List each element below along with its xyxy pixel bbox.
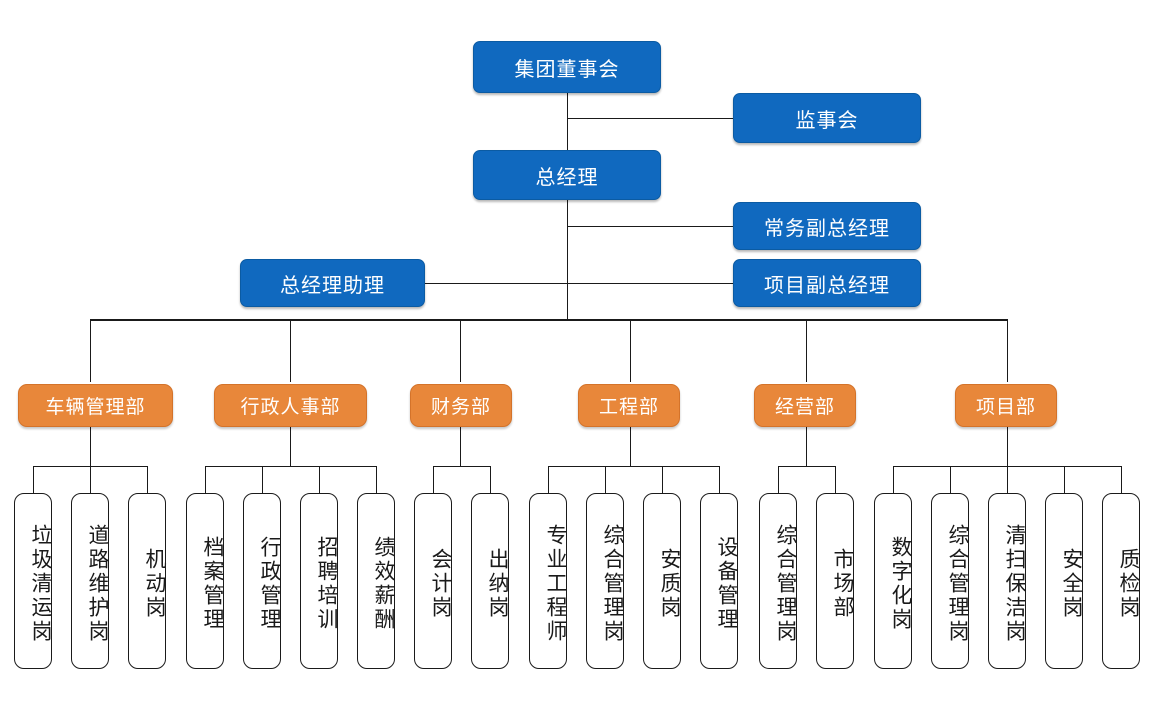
connector-dept0-leaf-1 (90, 466, 91, 494)
node-department-finance[interactable]: 财务部 (410, 384, 512, 427)
connector-dept2-stem (460, 425, 461, 466)
node-position-leaf[interactable]: 设备管理 (700, 493, 739, 669)
connector-dept4-leaf-0 (778, 466, 779, 494)
connector-dept3-leaf-1 (605, 466, 606, 494)
node-position-leaf[interactable]: 综合管理岗 (586, 493, 625, 669)
node-position-leaf[interactable]: 综合管理岗 (931, 493, 970, 669)
node-position-leaf[interactable]: 安全岗 (1045, 493, 1084, 669)
node-department-operations[interactable]: 经营部 (754, 384, 856, 427)
connector-dept4-leaf-1 (835, 466, 836, 494)
connector-dept5-leaf-4 (1121, 466, 1122, 494)
connector-dept5-leaf-2 (1007, 466, 1008, 494)
connector-dept1-leaf-3 (376, 466, 377, 494)
connector-drop-dept-4 (806, 319, 807, 382)
connector-gm-down-trunk (567, 199, 568, 320)
connector-dept3-leaf-2 (662, 466, 663, 494)
node-position-leaf[interactable]: 安质岗 (643, 493, 682, 669)
node-gm-assistant[interactable]: 总经理助理 (240, 259, 425, 307)
connector-dept2-bar (433, 466, 490, 467)
connector-dept1-leaf-1 (262, 466, 263, 494)
node-position-leaf[interactable]: 市场部 (816, 493, 855, 669)
node-position-leaf[interactable]: 质检岗 (1102, 493, 1141, 669)
node-board-of-directors[interactable]: 集团董事会 (473, 41, 661, 93)
connector-dept4-bar (778, 466, 835, 467)
node-position-leaf[interactable]: 绩效薪酬 (357, 493, 396, 669)
connector-drop-dept-3 (630, 319, 631, 382)
connector-drop-dept-2 (460, 319, 461, 382)
connector-dept0-stem (90, 425, 91, 466)
connector-dept5-leaf-3 (1064, 466, 1065, 494)
connector-department-bus (90, 319, 1008, 321)
connector-dept3-stem (630, 425, 631, 466)
connector-dept0-leaf-2 (147, 466, 148, 494)
connector-dept5-leaf-0 (893, 466, 894, 494)
connector-gm-trunk-to-supervisory (567, 118, 733, 119)
connector-board-to-gm (567, 92, 568, 152)
node-department-engineering[interactable]: 工程部 (578, 384, 680, 427)
connector-dept5-stem (1007, 425, 1008, 466)
node-position-leaf[interactable]: 专业工程师 (529, 493, 568, 669)
connector-dept2-leaf-1 (490, 466, 491, 494)
node-position-leaf[interactable]: 数字化岗 (874, 493, 913, 669)
connector-dept1-leaf-2 (319, 466, 320, 494)
connector-drop-dept-0 (90, 319, 91, 382)
node-department-admin-hr[interactable]: 行政人事部 (214, 384, 367, 427)
node-position-leaf[interactable]: 档案管理 (186, 493, 225, 669)
connector-gm-to-project-deputy (567, 283, 733, 284)
connector-dept4-stem (806, 425, 807, 466)
node-executive-deputy-gm[interactable]: 常务副总经理 (733, 202, 921, 250)
node-position-leaf[interactable]: 招聘培训 (300, 493, 339, 669)
node-department-project[interactable]: 项目部 (955, 384, 1057, 427)
node-position-leaf[interactable]: 清扫保洁岗 (988, 493, 1027, 669)
node-position-leaf[interactable]: 道路维护岗 (71, 493, 110, 669)
connector-dept0-leaf-0 (33, 466, 34, 494)
connector-dept2-leaf-0 (433, 466, 434, 494)
node-project-deputy-gm[interactable]: 项目副总经理 (733, 259, 921, 307)
node-position-leaf[interactable]: 综合管理岗 (759, 493, 798, 669)
connector-dept3-bar (548, 466, 719, 467)
node-position-leaf[interactable]: 行政管理 (243, 493, 282, 669)
connector-drop-dept-5 (1007, 319, 1008, 382)
connector-dept1-leaf-0 (205, 466, 206, 494)
connector-dept3-leaf-3 (719, 466, 720, 494)
connector-drop-dept-1 (290, 319, 291, 382)
connector-dept3-leaf-0 (548, 466, 549, 494)
connector-dept1-bar (205, 466, 376, 467)
node-department-vehicle-management[interactable]: 车辆管理部 (18, 384, 173, 427)
node-position-leaf[interactable]: 机动岗 (128, 493, 167, 669)
node-general-manager[interactable]: 总经理 (473, 150, 661, 200)
connector-dept1-stem (290, 425, 291, 466)
connector-gm-assistant-to-trunk (425, 283, 568, 284)
node-position-leaf[interactable]: 会计岗 (414, 493, 453, 669)
connector-dept5-leaf-1 (950, 466, 951, 494)
node-supervisory-board[interactable]: 监事会 (733, 93, 921, 143)
node-position-leaf[interactable]: 出纳岗 (471, 493, 510, 669)
node-position-leaf[interactable]: 垃圾清运岗 (14, 493, 53, 669)
connector-gm-to-exec-deputy (567, 226, 733, 227)
